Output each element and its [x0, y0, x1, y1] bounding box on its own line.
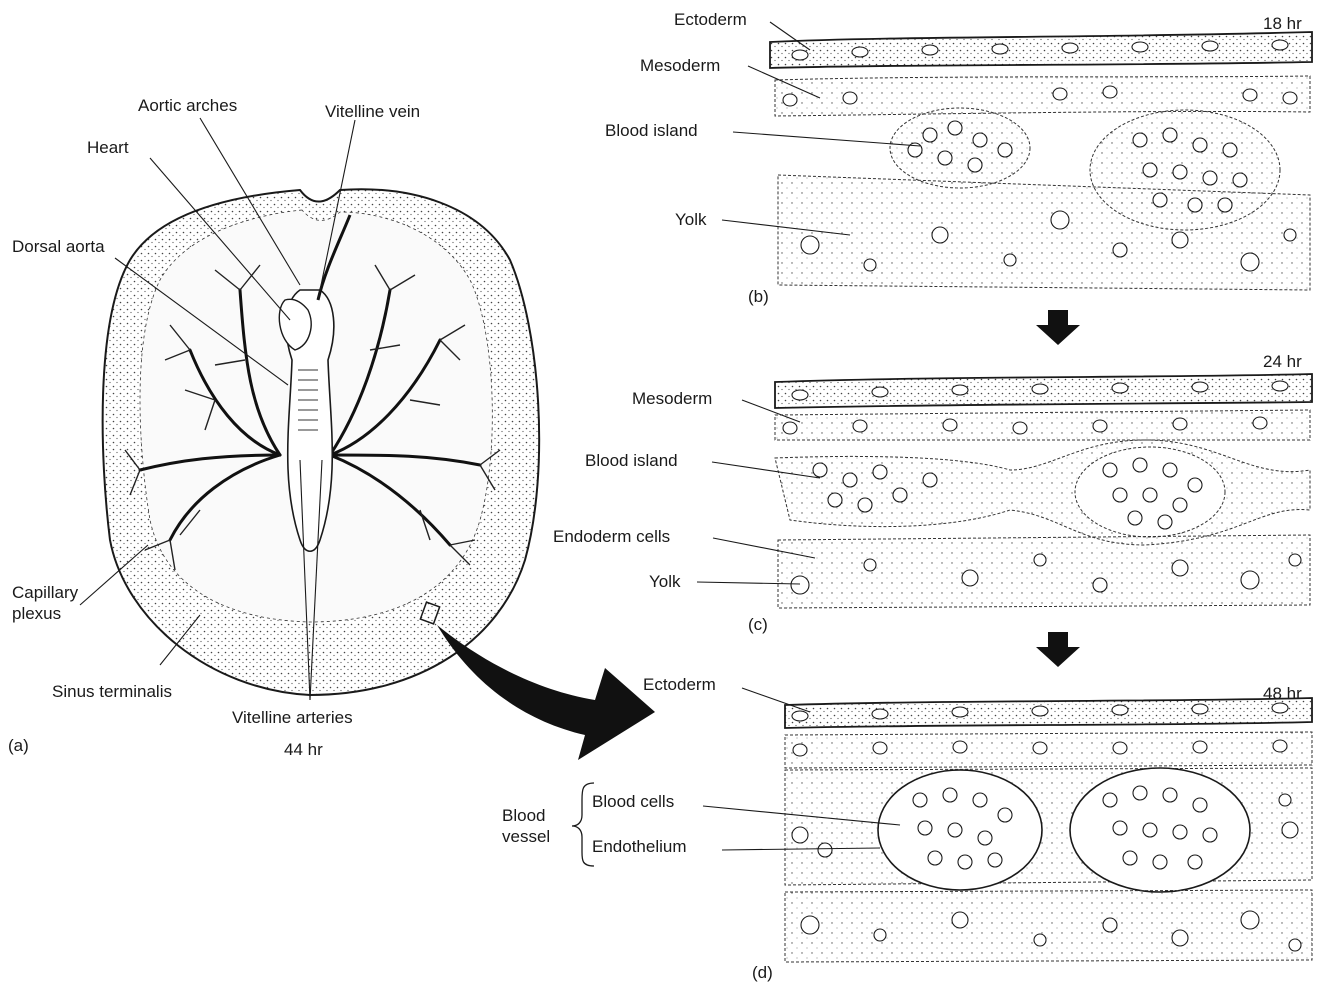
label-ectoderm-b: Ectoderm	[674, 10, 747, 30]
embryo-drawing	[103, 189, 540, 695]
label-vessel: vessel	[502, 827, 550, 847]
section-18hr	[770, 32, 1312, 290]
label-blood-island-c: Blood island	[585, 451, 678, 471]
label-plexus: plexus	[12, 604, 61, 624]
panel-d-time: 48 hr	[1263, 684, 1302, 704]
panel-c-letter: (c)	[748, 615, 768, 635]
label-heart: Heart	[87, 138, 129, 158]
label-aortic-arches: Aortic arches	[138, 96, 237, 116]
section-48hr	[785, 698, 1312, 962]
label-endoderm-cells: Endoderm cells	[553, 527, 670, 547]
panel-a-time: 44 hr	[284, 740, 323, 760]
panel-b-time: 18 hr	[1263, 14, 1302, 34]
label-vitelline-arteries: Vitelline arteries	[232, 708, 353, 728]
label-endothelium: Endothelium	[592, 837, 687, 857]
label-mesoderm-c: Mesoderm	[632, 389, 712, 409]
label-capillary: Capillary	[12, 583, 78, 603]
down-arrow-1	[1036, 310, 1080, 345]
panel-a-letter: (a)	[8, 736, 29, 756]
down-arrow-2	[1036, 632, 1080, 667]
zoom-arrow	[437, 625, 655, 760]
label-sinus-terminalis: Sinus terminalis	[52, 682, 172, 702]
panel-b-letter: (b)	[748, 287, 769, 307]
label-yolk-c: Yolk	[649, 572, 681, 592]
label-blood-cells: Blood cells	[592, 792, 674, 812]
label-blood: Blood	[502, 806, 545, 826]
blood-vessel-brace	[572, 783, 594, 866]
panel-d-letter: (d)	[752, 963, 773, 983]
label-ectoderm-d: Ectoderm	[643, 675, 716, 695]
label-vitelline-vein: Vitelline vein	[325, 102, 420, 122]
section-24hr	[775, 374, 1312, 608]
label-mesoderm-b: Mesoderm	[640, 56, 720, 76]
label-yolk-b: Yolk	[675, 210, 707, 230]
label-blood-island-b: Blood island	[605, 121, 698, 141]
label-dorsal-aorta: Dorsal aorta	[12, 237, 105, 257]
panel-c-time: 24 hr	[1263, 352, 1302, 372]
